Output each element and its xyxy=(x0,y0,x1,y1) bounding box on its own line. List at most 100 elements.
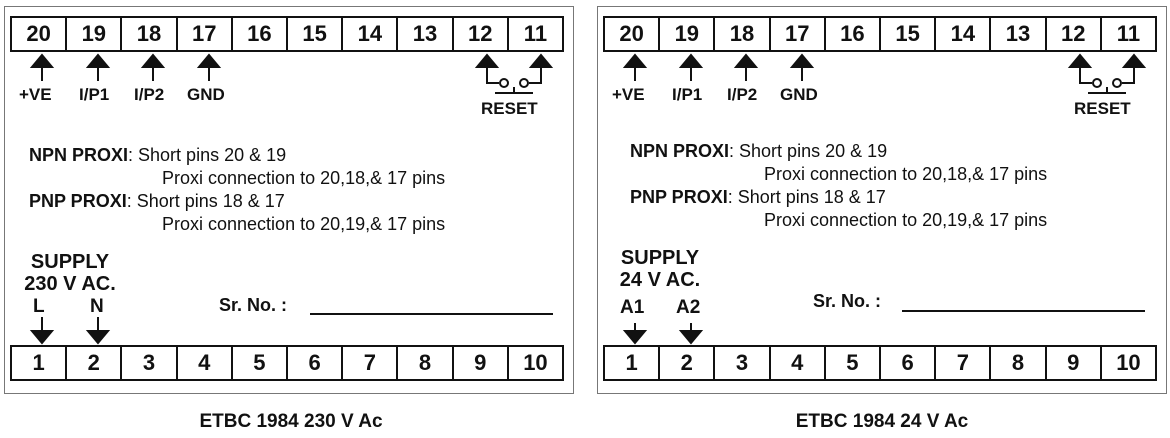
supply-pin-2-label: N xyxy=(90,296,104,317)
arrow-up-icon xyxy=(678,53,704,81)
terminal-18: 18 xyxy=(715,18,771,50)
terminal-6: 6 xyxy=(881,347,937,379)
terminal-2: 2 xyxy=(67,347,123,379)
serial-number-colon: : xyxy=(875,291,882,311)
npn-instruction: : Short pins 20 & 19 xyxy=(128,145,287,165)
terminal-7: 7 xyxy=(936,347,992,379)
terminal-1: 1 xyxy=(12,347,68,379)
serial-number-label: Sr. No. : xyxy=(813,291,881,312)
terminal-12: 12 xyxy=(1047,18,1102,50)
terminal-3: 3 xyxy=(715,347,771,379)
supply-voltage: 24 V AC. xyxy=(619,269,701,291)
arrow-up-icon xyxy=(85,53,111,81)
terminal-5: 5 xyxy=(233,347,289,379)
terminal-13: 13 xyxy=(991,18,1047,50)
arrow-up-icon xyxy=(196,53,222,81)
arrow-down-icon xyxy=(622,323,648,345)
pnp-instruction: : Short pins 18 & 17 xyxy=(126,191,285,211)
terminal-19: 19 xyxy=(660,18,716,50)
connection-arrows xyxy=(622,53,1147,345)
terminal-15: 15 xyxy=(288,18,344,50)
pnp-label: PNP PROXI xyxy=(29,191,127,211)
terminal-4: 4 xyxy=(178,347,233,379)
terminal-7: 7 xyxy=(343,347,399,379)
label-reset: RESET xyxy=(1074,99,1131,118)
terminal-16: 16 xyxy=(826,18,882,50)
supply-pin-1-label: A1 xyxy=(620,297,645,318)
label-input-2: I/P2 xyxy=(727,85,758,104)
supply-title: SUPPLY 24 V AC. xyxy=(604,247,716,291)
bottom-terminal-strip: 1 2 3 4 5 6 7 8 9 10 xyxy=(10,345,564,381)
supply-pin-1-label: L xyxy=(33,296,45,317)
arrow-down-icon xyxy=(29,317,55,345)
npn-label: NPN PROXI xyxy=(630,141,730,161)
npn-line: NPN PROXI: Short pins 20 & 19 xyxy=(630,141,887,162)
arrow-up-icon xyxy=(140,53,166,81)
reset-switch-icon xyxy=(1067,53,1147,94)
terminal-8: 8 xyxy=(398,347,454,379)
connection-arrows xyxy=(29,53,554,345)
terminal-15: 15 xyxy=(881,18,937,50)
npn-instruction: : Short pins 20 & 19 xyxy=(729,141,888,161)
terminal-10: 10 xyxy=(523,350,548,375)
supply-voltage: 230 V AC. xyxy=(24,273,116,295)
npn-connection: Proxi connection to 20,18,& 17 pins xyxy=(764,164,1048,184)
wiring-diagram-24v: 20 19 18 17 16 15 14 13 12 11 xyxy=(597,6,1167,394)
serial-number-colon: : xyxy=(281,295,288,315)
npn-label: NPN PROXI xyxy=(29,145,129,165)
terminal-3: 3 xyxy=(122,347,178,379)
terminal-14: 14 xyxy=(936,18,992,50)
terminal-10: 10 xyxy=(1116,350,1141,375)
terminal-6: 6 xyxy=(288,347,344,379)
wiring-diagram-230v: 20 19 18 17 16 15 14 13 12 11 xyxy=(4,6,574,394)
label-input-2: I/P2 xyxy=(134,85,165,104)
arrow-up-icon xyxy=(29,53,55,81)
terminal-12: 12 xyxy=(454,18,509,50)
pnp-line: PNP PROXI: Short pins 18 & 17 xyxy=(630,187,886,208)
terminal-16: 16 xyxy=(233,18,289,50)
supply-heading: SUPPLY xyxy=(30,251,110,273)
label-input-1: I/P1 xyxy=(672,85,703,104)
serial-number-blank xyxy=(902,310,1145,312)
caption-230v: ETBC 1984 230 V Ac xyxy=(199,411,383,432)
reset-switch-icon xyxy=(474,53,554,94)
arrow-up-icon xyxy=(789,53,815,81)
terminal-17: 17 xyxy=(178,18,233,50)
label-positive: +VE xyxy=(612,85,645,104)
terminal-20: 20 xyxy=(605,18,661,50)
supply-heading: SUPPLY xyxy=(620,247,700,269)
label-ground: GND xyxy=(187,85,225,104)
arrow-down-icon xyxy=(85,317,111,345)
terminal-2: 2 xyxy=(660,347,716,379)
terminal-11: 11 xyxy=(1116,21,1141,46)
label-positive: +VE xyxy=(19,85,52,104)
arrow-up-icon xyxy=(733,53,759,81)
caption-24v: ETBC 1984 24 V Ac xyxy=(795,411,969,432)
terminal-13: 13 xyxy=(398,18,454,50)
npn-connection: Proxi connection to 20,18,& 17 pins xyxy=(162,168,446,188)
label-ground: GND xyxy=(780,85,818,104)
pnp-connection: Proxi connection to 20,19,& 17 pins xyxy=(162,214,446,234)
top-terminal-strip: 20 19 18 17 16 15 14 13 12 11 xyxy=(10,16,564,52)
pnp-line: PNP PROXI: Short pins 18 & 17 xyxy=(29,191,285,212)
terminal-5: 5 xyxy=(826,347,882,379)
terminal-14: 14 xyxy=(343,18,399,50)
arrow-up-icon xyxy=(622,53,648,81)
npn-line: NPN PROXI: Short pins 20 & 19 xyxy=(29,145,286,166)
bottom-terminal-strip: 1 2 3 4 5 6 7 8 9 10 xyxy=(603,345,1157,381)
serial-number-blank xyxy=(310,313,553,315)
pnp-connection: Proxi connection to 20,19,& 17 pins xyxy=(764,210,1048,230)
top-terminal-strip: 20 19 18 17 16 15 14 13 12 11 xyxy=(603,16,1157,52)
serial-number-text: Sr. No. xyxy=(813,291,871,311)
supply-pin-2-label: A2 xyxy=(676,297,701,318)
label-reset: RESET xyxy=(481,99,538,118)
terminal-18: 18 xyxy=(122,18,178,50)
terminal-4: 4 xyxy=(771,347,826,379)
terminal-11: 11 xyxy=(523,21,548,46)
terminal-9: 9 xyxy=(1047,347,1102,379)
pnp-instruction: : Short pins 18 & 17 xyxy=(727,187,886,207)
terminal-1: 1 xyxy=(605,347,661,379)
supply-title: SUPPLY 230 V AC. xyxy=(11,251,129,295)
label-input-1: I/P1 xyxy=(79,85,110,104)
serial-number-text: Sr. No. xyxy=(219,295,277,315)
